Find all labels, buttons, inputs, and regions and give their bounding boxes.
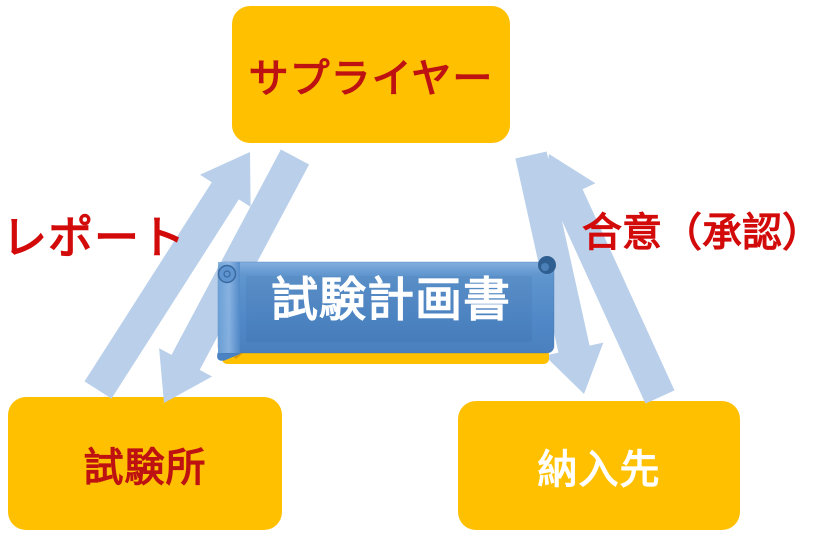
edge-label-agreement: 合意（承認） [582, 211, 817, 255]
node-customer: 納入先 [458, 401, 740, 530]
arrow-customer-to-supplier-icon [540, 154, 675, 404]
scroll-shape-icon [217, 256, 556, 364]
node-test-lab-label: 試験所 [83, 445, 207, 490]
arrow-lab-to-supplier-icon [84, 152, 251, 399]
scroll-banner: 試験計画書 [212, 252, 562, 372]
scroll-banner-label: 試験計画書 [271, 273, 511, 326]
node-supplier: サプライヤー [232, 6, 510, 143]
node-test-lab: 試験所 [8, 397, 282, 530]
edge-label-report: レポート [2, 212, 187, 263]
node-supplier-label: サプライヤー [248, 56, 494, 101]
node-customer-label: 納入先 [537, 447, 661, 492]
arrow-supplier-to-customer-icon [515, 151, 604, 394]
